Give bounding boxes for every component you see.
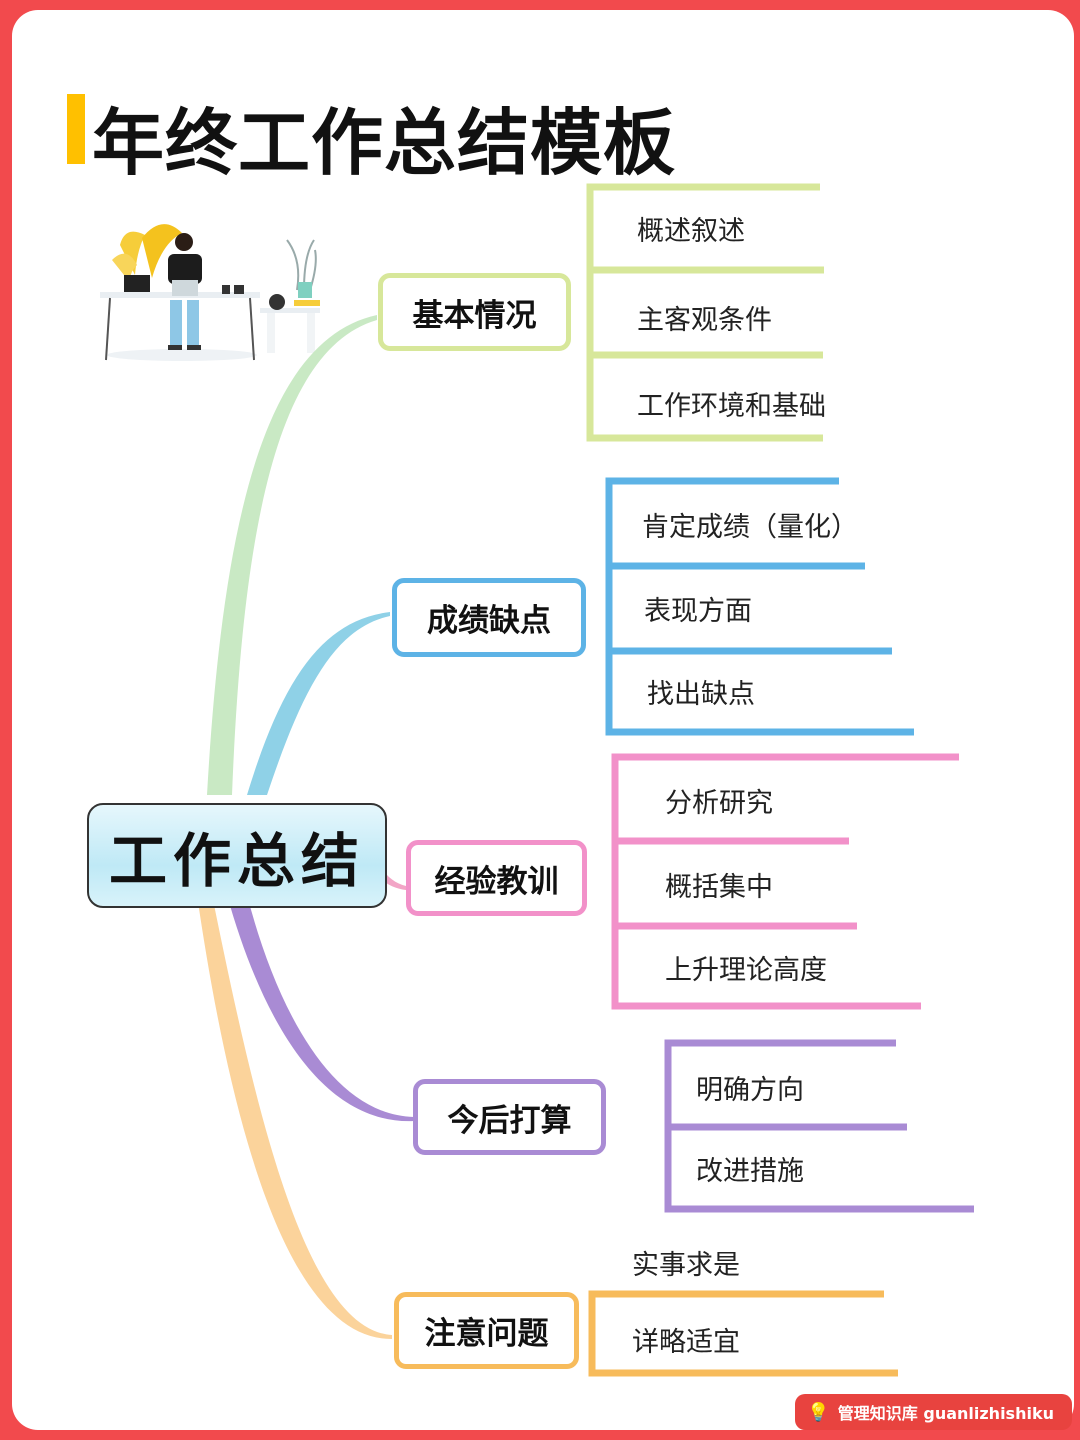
poster-card: 年终工作总结模板 <box>12 10 1074 1430</box>
lightbulb-icon: 💡 <box>807 1402 829 1423</box>
mindmap-connectors <box>12 10 1074 1430</box>
branch-lessons-learned: 经验教训 <box>406 840 587 916</box>
central-node: 工作总结 <box>87 803 387 908</box>
branch-basic-situation: 基本情况 <box>378 273 571 351</box>
leaf-item: 概括集中 <box>665 865 773 904</box>
branch-achievements-shortcomings: 成绩缺点 <box>392 578 586 657</box>
leaf-item: 实事求是 <box>632 1243 740 1282</box>
leaf-item: 上升理论高度 <box>665 948 827 987</box>
leaf-item: 分析研究 <box>665 781 773 820</box>
watermark-text: 管理知识库 guanlizhishiku <box>838 1400 1054 1424</box>
leaf-item: 改进措施 <box>696 1149 804 1188</box>
desk-worker-illustration <box>100 224 320 361</box>
leaf-item: 概述叙述 <box>637 209 745 248</box>
branch-future-plans: 今后打算 <box>413 1079 606 1155</box>
leaf-item: 找出缺点 <box>647 672 755 711</box>
leaf-item: 详略适宜 <box>632 1320 740 1359</box>
leaf-item: 主客观条件 <box>637 298 772 337</box>
leaf-item: 工作环境和基础 <box>637 384 826 423</box>
leaf-item: 肯定成绩（量化） <box>642 505 858 544</box>
watermark-badge: 💡 管理知识库 guanlizhishiku <box>795 1394 1072 1430</box>
leaf-item: 明确方向 <box>696 1068 804 1107</box>
leaf-item: 表现方面 <box>644 589 752 628</box>
branch-notes: 注意问题 <box>394 1292 579 1369</box>
